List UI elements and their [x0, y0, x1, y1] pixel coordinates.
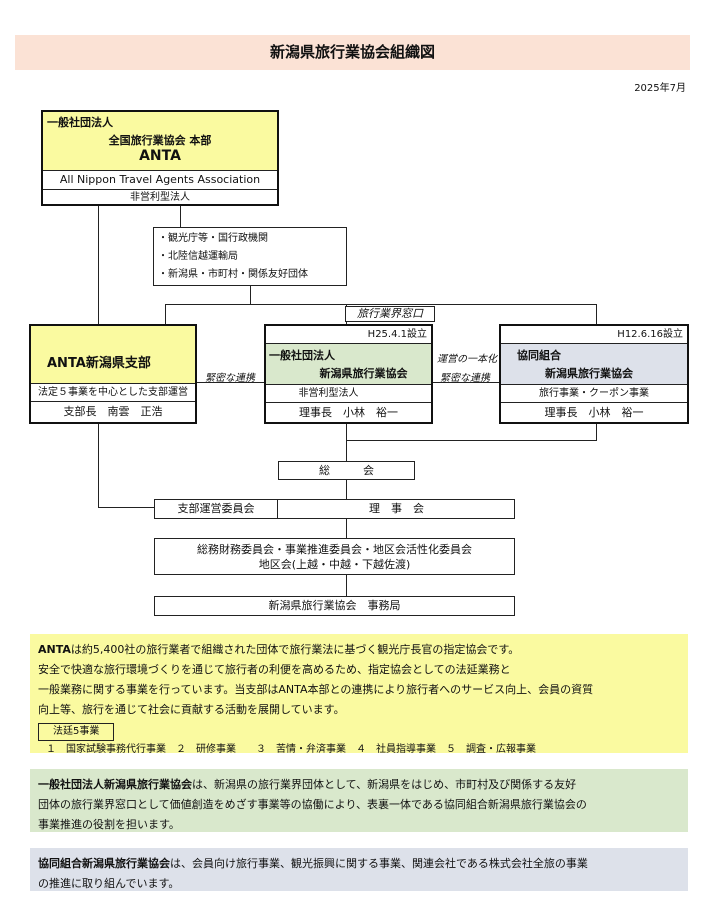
- association-type: 非営利型法人: [266, 385, 431, 403]
- connector: [596, 424, 597, 441]
- panel1-line2: 安全で快適な旅行環境づくりを通じて旅行者の利便を高めるため、指定協会としての法延…: [38, 663, 511, 676]
- coop-line1: 協同組合: [517, 349, 561, 362]
- committees-line1: 総務財務委員会・事業推進委員会・地区会活性化委員会: [197, 543, 472, 556]
- hq-line1: 一般社団法人: [47, 116, 113, 129]
- statutory-items: １ 国家試験事務代行事業 ２ 研修事業 ３ 苦情・弁済事業 ４ 社員指導事業 ５…: [46, 744, 536, 755]
- association-box: H25.4.1設立 一般社団法人 新潟県旅行業協会 非営利型法人 理事長 小林 …: [264, 324, 433, 424]
- page-title: 新潟県旅行業協会組織図: [15, 35, 690, 70]
- industry-window-label: 旅行業界窓口: [345, 306, 435, 322]
- panel3-bold: 協同組合新潟県旅行業協会: [38, 857, 170, 870]
- connector: [432, 382, 500, 383]
- gov-item: ・新潟県・市町村・関係友好団体: [158, 269, 308, 280]
- general-meeting: 総 会: [278, 461, 415, 480]
- link-label-right-bottom: 緊密な連携: [440, 373, 490, 384]
- association-established: H25.4.1設立: [367, 329, 427, 340]
- committees-line2: 地区会(上越・中越・下越佐渡): [258, 558, 411, 571]
- hq-line2: 全国旅行業協会 本部: [108, 134, 212, 147]
- connector: [165, 304, 166, 325]
- branch-committee: 支部運営委員会: [155, 500, 278, 518]
- branch-box: ANTA新潟県支部 法定５事業を中心とした支部運営 支部長 南雲 正浩: [29, 324, 197, 424]
- branch-head: 支部長 南雲 正浩: [63, 405, 163, 418]
- association-description-panel: 一般社団法人新潟県旅行業協会は、新潟県の旅行業界団体として、新潟県をはじめ、市町…: [30, 769, 688, 832]
- date-label: 2025年7月: [634, 83, 686, 94]
- link-label-right-top: 運営の一本化: [437, 354, 497, 365]
- anta-description-panel: ANTAは約5,400社の旅行業者で組織された団体で旅行業法に基づく観光庁長官の…: [30, 634, 688, 755]
- coop-box: H12.6.16設立 協同組合 新潟県旅行業協会 旅行事業・クーポン事業 理事長…: [499, 324, 689, 424]
- connector: [250, 285, 251, 304]
- connector: [98, 507, 154, 508]
- coop-business: 旅行事業・クーポン事業: [501, 385, 687, 403]
- board-of-directors: 理 事 会: [369, 502, 424, 515]
- panel1-line3: 一般業務に関する事業を行っています。当支部はANTA本部との連携により旅行者への…: [38, 683, 594, 696]
- panel2-line3: 事業推進の役割を担います。: [38, 818, 180, 831]
- panel2-line1: 一般社団法人新潟県旅行業協会は、新潟県の旅行業界団体として、新潟県をはじめ、市町…: [38, 778, 577, 791]
- panel3-line1: 協同組合新潟県旅行業協会は、会員向け旅行事業、観光振興に関する事業、関連会社であ…: [38, 857, 588, 870]
- coop-line2: 新潟県旅行業協会: [545, 367, 633, 380]
- connector: [98, 424, 99, 508]
- board-row: 支部運営委員会 理 事 会: [154, 499, 515, 519]
- connector: [346, 574, 347, 596]
- branch-desc: 法定５事業を中心とした支部運営: [31, 384, 195, 402]
- panel1-bold: ANTA: [38, 643, 71, 656]
- coop-description-panel: 協同組合新潟県旅行業協会は、会員向け旅行事業、観光振興に関する事業、関連会社であ…: [30, 848, 688, 891]
- panel1-line4: 向上等、旅行を通じて社会に貢献する活動を展開しています。: [38, 703, 345, 716]
- panel3-line2: の推進に取り組んでいます。: [38, 877, 180, 890]
- connector: [346, 480, 347, 500]
- branch-name: ANTA新潟県支部: [47, 356, 151, 371]
- panel1-line1: ANTAは約5,400社の旅行業者で組織された団体で旅行業法に基づく観光庁長官の…: [38, 643, 520, 656]
- connector: [596, 304, 597, 325]
- coop-head: 理事長 小林 裕一: [544, 406, 644, 419]
- connector: [346, 424, 347, 462]
- panel2-line2: 団体の旅行業界窓口として価値創造をめざす事業等の協働により、表裏一体である協同組…: [38, 798, 587, 811]
- association-line2: 新潟県旅行業協会: [319, 367, 408, 380]
- connector: [346, 440, 596, 441]
- coop-established: H12.6.16設立: [617, 329, 683, 340]
- association-line1: 一般社団法人: [269, 349, 335, 362]
- secretariat: 新潟県旅行業協会 事務局: [154, 596, 515, 616]
- gov-item: ・観光庁等・国行政機関: [158, 233, 268, 244]
- connector: [196, 382, 265, 383]
- hq-line3: ANTA: [139, 148, 181, 164]
- panel2-bold: 一般社団法人新潟県旅行業協会: [38, 778, 192, 791]
- association-head: 理事長 小林 裕一: [299, 406, 398, 419]
- gov-item: ・北陸信越運輸局: [158, 251, 238, 262]
- connector: [180, 205, 181, 228]
- statutory-tag: 法廷5事業: [38, 723, 115, 741]
- hq-box: 一般社団法人 全国旅行業協会 本部 ANTA All Nippon Travel…: [41, 110, 279, 206]
- hq-type: 非営利型法人: [130, 192, 190, 203]
- link-label-left: 緊密な連携: [205, 373, 255, 384]
- hq-english: All Nippon Travel Agents Association: [43, 171, 277, 190]
- connector: [98, 205, 99, 325]
- government-list: ・観光庁等・国行政機関 ・北陸信越運輸局 ・新潟県・市町村・関係友好団体: [153, 227, 347, 286]
- connector: [165, 304, 597, 305]
- committees-box: 総務財務委員会・事業推進委員会・地区会活性化委員会 地区会(上越・中越・下越佐渡…: [154, 538, 515, 575]
- connector: [346, 518, 347, 538]
